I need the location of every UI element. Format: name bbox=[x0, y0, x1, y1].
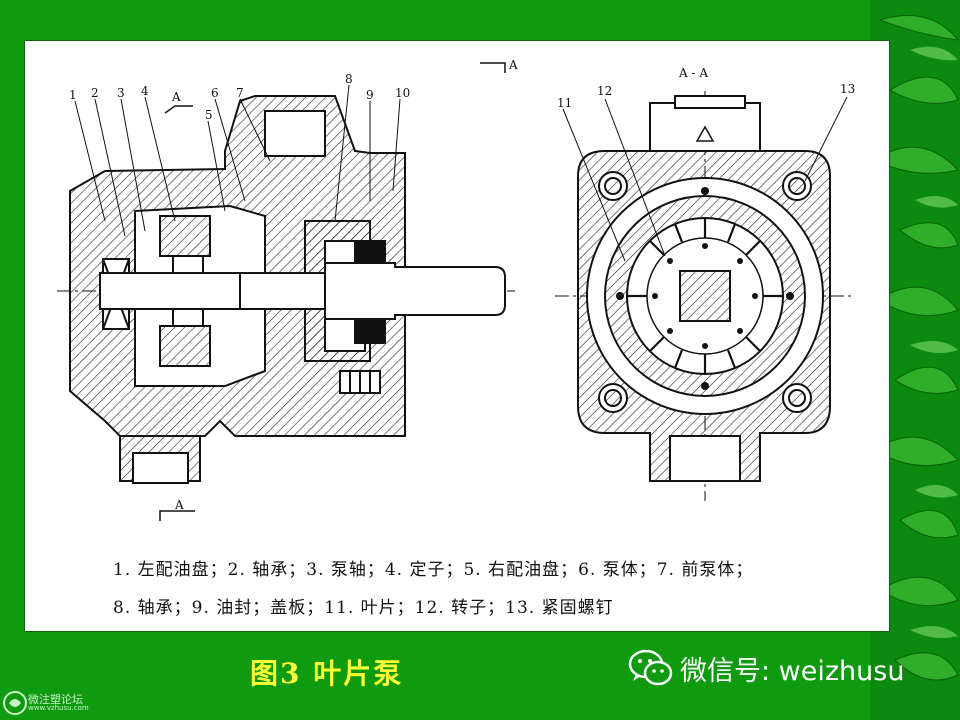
part-labels-left: 1 2 3 4 5 6 7 8 9 10 A A A bbox=[69, 58, 518, 512]
forum-url: www.vzhusu.com bbox=[28, 704, 89, 712]
part-label-5: 5 bbox=[205, 108, 213, 122]
part-label-1: 1 bbox=[69, 88, 77, 102]
part-label-10: 10 bbox=[395, 86, 410, 100]
part-label-4: 4 bbox=[141, 84, 149, 98]
wechat-id: 微信号: weizhusu bbox=[680, 655, 905, 687]
part-label-2: 2 bbox=[91, 86, 99, 100]
part-label-8: 8 bbox=[345, 72, 353, 86]
part-label-7: 7 bbox=[236, 86, 244, 100]
part-label-9: 9 bbox=[366, 88, 374, 102]
leader-lines-right bbox=[562, 96, 848, 262]
section-mark-a-right: A bbox=[508, 58, 518, 72]
forum-name: 微注塑论坛 bbox=[28, 693, 83, 706]
section-title-a-a: A - A bbox=[678, 66, 708, 80]
part-label-11: 11 bbox=[557, 96, 572, 110]
legend-line-2: 8. 轴承；9. 油封；盖板；11. 叶片；12. 转子；13. 紧固螺钉 bbox=[113, 598, 614, 618]
part-label-3: 3 bbox=[117, 86, 125, 100]
figure-caption: 图3 叶片泵 bbox=[250, 657, 404, 690]
wechat-icon bbox=[628, 649, 673, 686]
part-label-13: 13 bbox=[840, 82, 855, 96]
longitudinal-section-view bbox=[57, 62, 515, 521]
bamboo-leaves-decoration bbox=[870, 0, 960, 720]
legend-line-1: 1. 左配油盘；2. 轴承；3. 泵轴；4. 定子；5. 右配油盘；6. 泵体；… bbox=[113, 560, 754, 580]
vane-pump-drawing: 1 2 3 4 5 6 7 8 9 10 A A A bbox=[57, 58, 855, 521]
leader-lines-left bbox=[74, 84, 401, 237]
part-label-12: 12 bbox=[597, 84, 612, 98]
forum-watermark: 微注塑论坛 www.vzhusu.com bbox=[2, 688, 112, 718]
section-mark-a-bottom: A bbox=[174, 498, 184, 512]
cross-section-view bbox=[555, 91, 855, 501]
forum-logo-icon bbox=[3, 691, 27, 715]
part-label-6: 6 bbox=[211, 86, 219, 100]
section-mark-a-top: A bbox=[171, 90, 181, 104]
wechat-watermark: 微信号: weizhusu bbox=[628, 648, 904, 688]
diagram-panel: 1 2 3 4 5 6 7 8 9 10 A A A bbox=[24, 40, 890, 632]
part-labels-right: 11 12 13 A - A bbox=[557, 66, 855, 110]
